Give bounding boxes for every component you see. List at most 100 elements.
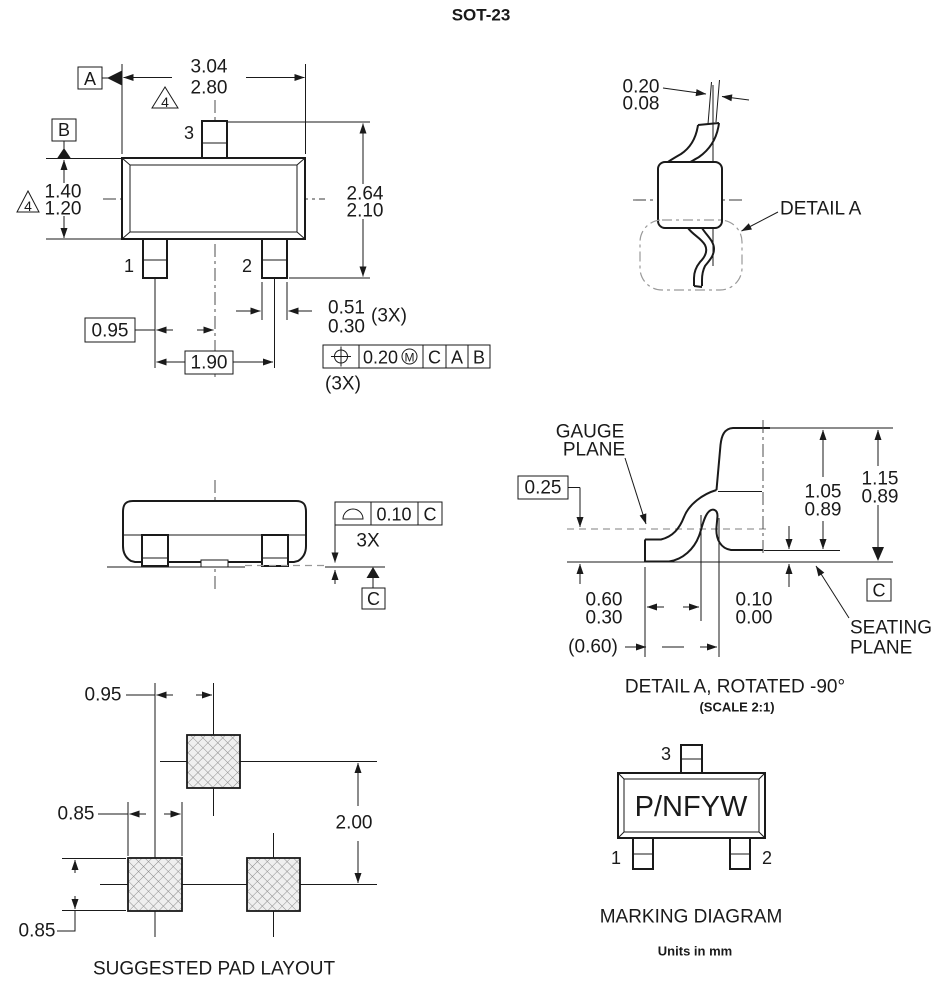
dim-gauge-offset: 0.25	[517, 475, 584, 584]
detail-a-callout: DETAIL A	[741, 199, 862, 232]
dim-foot-ref-value: (0.60)	[568, 637, 618, 658]
front-pin1-label: 1	[124, 256, 134, 276]
side-lead3-foot	[200, 559, 229, 568]
detail-view-scale: (SCALE 2:1)	[699, 700, 774, 715]
dim-lead-w-max: 0.51	[328, 298, 365, 319]
pad-dim-pitch-y: 2.00	[336, 762, 372, 884]
side-lead2	[261, 534, 289, 567]
datum-a-flag: A	[77, 66, 122, 90]
datum-c-flag-side: C	[361, 567, 386, 610]
front-pin1-lead	[142, 238, 168, 279]
dim-overall-height: 1.15 0.89	[862, 429, 899, 561]
profile-of-surface-symbol-icon	[342, 508, 364, 520]
side-fcf-tolerance: 0.10	[376, 505, 411, 525]
dim-width-min: 2.80	[191, 78, 228, 99]
dim-body-h-min: 1.20	[45, 199, 82, 220]
dim-thick-min: 0.08	[623, 94, 660, 115]
fcf-datum1: C	[428, 348, 441, 368]
gauge-plane-word1: GAUGE	[556, 422, 625, 443]
detail-a-boundary	[639, 219, 743, 291]
pad-dim-width-value: 0.85	[58, 804, 95, 825]
pad-2	[246, 857, 301, 912]
profile-body	[657, 161, 723, 229]
marking-title: MARKING DIAGRAM	[600, 907, 783, 928]
dim-standoff-max: 0.10	[736, 590, 773, 611]
marking-pin2-label: 2	[762, 848, 772, 868]
dim-spread-value: 1.90	[191, 353, 228, 374]
dim-body-width: 3.04 2.80	[123, 57, 305, 99]
datum-b-flag: B	[51, 118, 77, 159]
profile-lead-bottom	[687, 227, 716, 288]
units-note: Units in mm	[658, 944, 732, 959]
fcf-datum2: A	[451, 348, 463, 368]
dim-spread: 1.90	[156, 350, 274, 375]
dim-lead-width: 0.51 0.30 (3X)	[236, 298, 407, 338]
side-lead1	[141, 534, 169, 567]
dim-body-standing-height: 1.05 0.89	[805, 429, 842, 550]
pad-layout-title: SUGGESTED PAD LAYOUT	[93, 959, 336, 980]
fcf-datum3: B	[473, 348, 485, 368]
pad-dim-pitch-x-value: 0.95	[85, 685, 122, 706]
marking-diagram: 3 1 2 P/NFYW MARKING DIAGRAM Units in mm	[600, 744, 783, 959]
side-view: 0.10 C 3X C	[107, 480, 443, 610]
position-feature-control-frame: 0.20 M C A B (3X)	[322, 344, 491, 395]
gauge-plane-callout: GAUGE PLANE	[556, 422, 647, 525]
seating-plane-callout: SEATING PLANE	[815, 565, 932, 659]
pad-1	[127, 857, 183, 912]
dim-foot-min: 0.30	[586, 608, 623, 629]
dim-lead-span: 2.64 2.10	[347, 123, 384, 277]
dim-body-height: 1.40 1.20	[45, 159, 82, 239]
dim-lead-thickness: 0.20 0.08	[623, 77, 750, 115]
position-symbol-icon	[331, 346, 351, 367]
dim-span-min: 2.10	[347, 201, 384, 222]
marking-code: P/NFYW	[635, 791, 748, 823]
dim-body-h-max: 1.40	[45, 182, 82, 203]
profile-feature-control-frame: 0.10 C	[334, 501, 443, 526]
gauge-plane-word2: PLANE	[563, 440, 625, 461]
dim-lead-w-min: 0.30	[328, 317, 365, 338]
dim-standoff: 0.10 0.00	[736, 526, 793, 629]
datum-c-flag-detail: C	[866, 578, 892, 602]
side-fcf-count: 3X	[356, 531, 380, 552]
page-title: SOT-23	[452, 6, 511, 25]
profile-view: 0.20 0.08 DETAIL A	[623, 77, 862, 291]
dim-standoff-min: 0.00	[736, 608, 773, 629]
dim-a-min: 0.89	[862, 487, 899, 508]
dim-a2-max: 1.05	[805, 482, 842, 503]
dim-thick-max: 0.20	[623, 77, 660, 98]
dim-a2-min: 0.89	[805, 500, 842, 521]
fcf-tolerance: 0.20	[363, 348, 398, 368]
front-pin2-lead	[261, 238, 288, 279]
seating-plane-word1: SEATING	[850, 618, 932, 639]
side-fcf-datum: C	[424, 505, 437, 525]
marking-pin1-label: 1	[611, 848, 621, 868]
dim-lead-w-count: (3X)	[371, 306, 407, 327]
note4-left-label: 4	[24, 198, 32, 214]
fcf-count: (3X)	[325, 374, 361, 395]
front-pin3-lead	[201, 120, 228, 159]
front-view-body	[121, 120, 306, 279]
front-view: A B 3.04 2.80 4 4	[16, 57, 491, 395]
detail-a-view: GAUGE PLANE 0.25 1.05 0.89 1.15 0.89	[517, 420, 932, 715]
note4-top-label: 4	[161, 94, 169, 110]
note4-triangle-top: 4	[151, 86, 179, 110]
dim-l1-value: 0.25	[525, 478, 562, 499]
seating-plane-word2: PLANE	[850, 638, 912, 659]
dim-foot-max: 0.60	[586, 590, 623, 611]
pad-dim-height: 0.85	[19, 858, 126, 942]
fcf-modifier: M	[405, 351, 415, 365]
side-seating-line	[107, 564, 385, 568]
dim-span-max: 2.64	[347, 184, 384, 205]
pad-dim-height-value: 0.85	[19, 921, 56, 942]
datum-b-label: B	[58, 120, 70, 140]
mmc-modifier-icon: M	[401, 348, 418, 365]
pad-3	[186, 734, 241, 789]
dim-a-max: 1.15	[862, 469, 899, 490]
marking-pin3-label: 3	[661, 744, 671, 764]
pad-layout-view: 0.95 0.85 2.00 0.85 SUG	[19, 683, 377, 980]
note4-triangle-left: 4	[16, 189, 40, 214]
dim-width-max: 3.04	[191, 57, 228, 78]
detail-view-title: DETAIL A, ROTATED -90°	[625, 677, 845, 698]
